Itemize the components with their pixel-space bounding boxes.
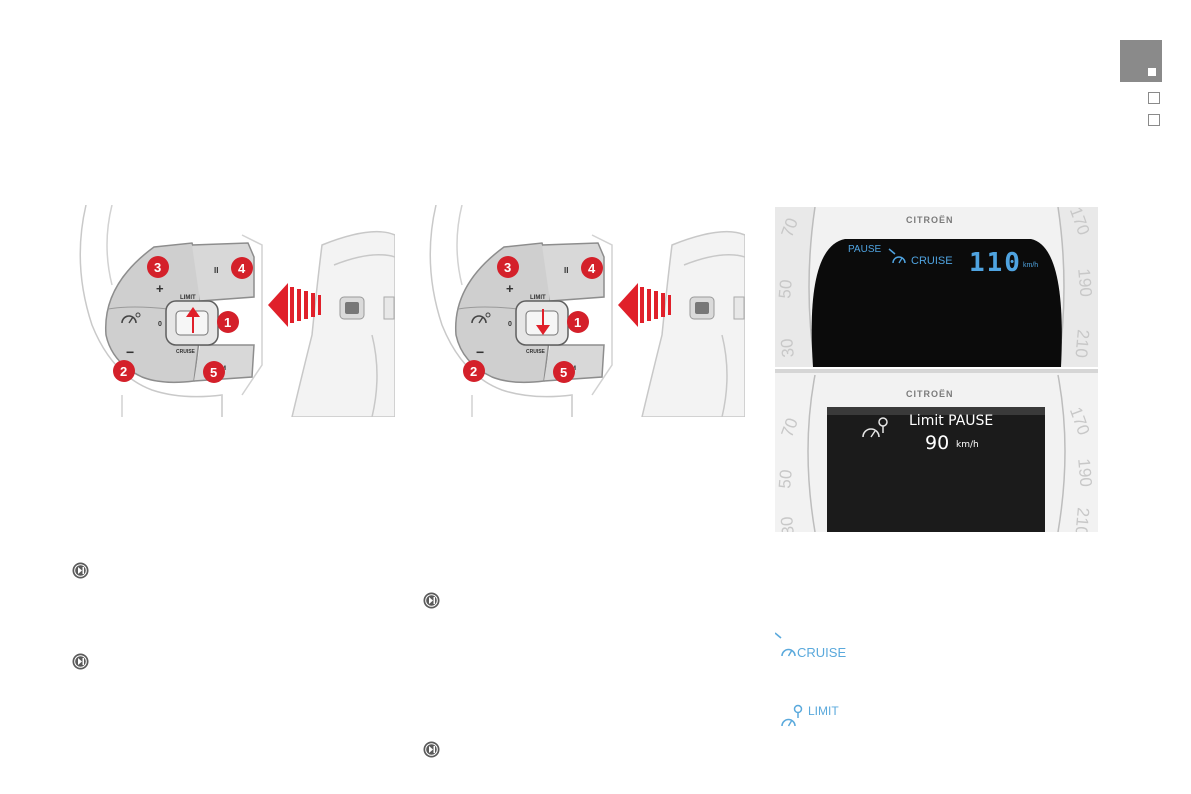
cruise-legend-label: CRUISE xyxy=(797,645,846,660)
speedometer-icon xyxy=(471,312,491,324)
dial-label: 210 xyxy=(1071,507,1092,532)
dial-label: 50 xyxy=(775,469,796,490)
svg-text:5: 5 xyxy=(210,365,217,380)
plus-button-label: + xyxy=(156,281,164,296)
svg-text:4: 4 xyxy=(238,261,246,276)
minus-button-label: − xyxy=(476,344,484,360)
display-status-text: PAUSE xyxy=(848,244,881,255)
svg-text:4: 4 xyxy=(588,261,596,276)
display-mode-text: CRUISE xyxy=(911,255,953,267)
limit-label: LIMIT xyxy=(180,295,196,301)
selector-arrow-up-icon xyxy=(186,307,200,333)
svg-text:3: 3 xyxy=(154,260,161,275)
plus-button-label: + xyxy=(506,281,514,296)
limiter-icon xyxy=(781,704,803,727)
instrument-panel-limit-display: CITROËN 70 50 30 170 190 210 Limit PAUSE… xyxy=(775,369,1098,532)
svg-text:1: 1 xyxy=(224,315,231,330)
limit-legend-label: LIMIT xyxy=(808,704,839,718)
steering-wheel-illustration: LIMIT CRUISE MEM + − II 0 1 2 3 4 5 xyxy=(79,205,395,417)
chapter-tab-marker xyxy=(1148,68,1156,76)
svg-text:3: 3 xyxy=(504,260,511,275)
dial-label: 50 xyxy=(775,279,796,300)
badge-1: 1 xyxy=(567,311,589,333)
zero-position-label: 0 xyxy=(508,321,512,328)
steering-wheel-controls-panel: LIMIT CRUISE MEM + − II 0 1 2 3 4 5 xyxy=(72,205,395,417)
badge-5: 5 xyxy=(553,361,575,383)
dial-label: 210 xyxy=(1071,329,1092,359)
badge-4: 4 xyxy=(581,257,603,279)
svg-text:5: 5 xyxy=(560,365,567,380)
next-bullet-icon xyxy=(72,653,89,670)
badge-2: 2 xyxy=(463,360,485,382)
next-bullet-icon xyxy=(72,562,89,579)
zero-position-label: 0 xyxy=(158,321,162,328)
limiter-icon xyxy=(862,417,888,438)
chapter-tab-active[interactable] xyxy=(1120,40,1162,82)
cruise-legend: CRUISE xyxy=(774,632,865,662)
cruise-label: CRUISE xyxy=(526,349,546,355)
badge-3: 3 xyxy=(497,256,519,278)
svg-text:1: 1 xyxy=(574,315,581,330)
chapter-tab[interactable] xyxy=(1148,114,1160,126)
svg-text:2: 2 xyxy=(470,364,477,379)
chapter-tab[interactable] xyxy=(1148,92,1160,104)
limit-legend: LIMIT xyxy=(778,698,868,730)
minus-button-label: − xyxy=(126,344,134,360)
badge-5: 5 xyxy=(203,361,225,383)
next-bullet-icon xyxy=(423,741,440,758)
brand-logo-text: CITROËN xyxy=(906,389,954,399)
instrument-panel-cruise-display: CITROËN 70 50 30 170 190 210 PAUSE CRUIS… xyxy=(775,207,1098,367)
dial-label: 30 xyxy=(777,338,798,359)
display-speed: 90 xyxy=(925,432,949,454)
badge-4: 4 xyxy=(231,257,253,279)
brand-logo-text: CITROËN xyxy=(906,215,954,225)
pause-button-label: II xyxy=(564,266,568,275)
dial-label: 30 xyxy=(777,516,798,532)
badge-2: 2 xyxy=(113,360,135,382)
steering-wheel-controls-panel: LIMIT CRUISE MEM + − II 0 1 2 3 4 5 xyxy=(422,205,745,417)
next-bullet-icon xyxy=(423,592,440,609)
display-speed: 110 xyxy=(969,248,1022,278)
steering-wheel-illustration: LIMIT CRUISE MEM + − II 0 1 2 3 4 5 xyxy=(429,205,745,417)
cruise-icon xyxy=(774,632,796,657)
display-status-text: Limit PAUSE xyxy=(909,413,993,429)
limit-label: LIMIT xyxy=(530,295,546,301)
direction-arrow-icon xyxy=(268,283,321,327)
svg-text:2: 2 xyxy=(120,364,127,379)
direction-arrow-icon xyxy=(618,283,671,327)
cruise-icon xyxy=(888,248,906,264)
display-unit: km/h xyxy=(956,440,979,450)
dial-label: 190 xyxy=(1074,458,1095,488)
dial-label: 190 xyxy=(1074,268,1095,298)
pause-button-label: II xyxy=(214,266,218,275)
display-unit: km/h xyxy=(1023,262,1038,269)
badge-1: 1 xyxy=(217,311,239,333)
badge-3: 3 xyxy=(147,256,169,278)
cruise-label: CRUISE xyxy=(176,349,196,355)
selector-arrow-down-icon xyxy=(536,309,550,335)
speedometer-icon xyxy=(121,312,141,324)
